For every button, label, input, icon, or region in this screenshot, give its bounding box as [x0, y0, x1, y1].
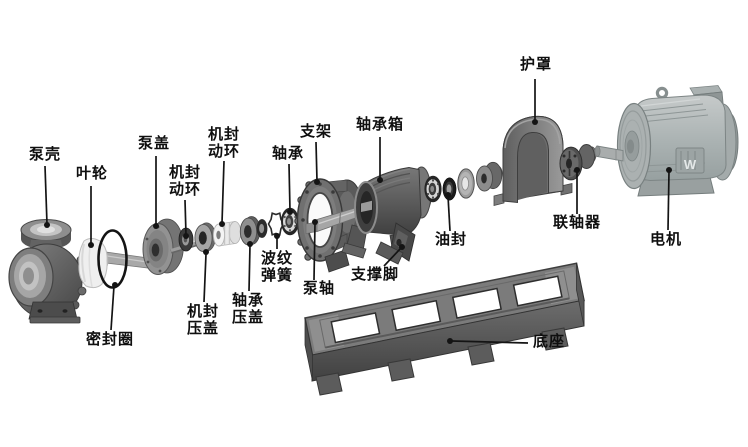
label-text: 机封 — [186, 303, 220, 320]
bearing-gland-part — [239, 216, 261, 246]
label-text: 机封 — [168, 164, 202, 181]
leader-mech-seal-gland — [203, 249, 209, 303]
motor-part: W — [594, 85, 739, 197]
label-guard: 护罩 — [519, 56, 553, 74]
leader-guard — [532, 79, 538, 125]
leader-bracket — [314, 141, 320, 185]
label-bracket: 支架 — [299, 123, 333, 141]
label-text: 联轴器 — [552, 214, 602, 231]
bearing-housing-part — [341, 166, 433, 259]
leader-pump-casing — [44, 165, 50, 228]
leader-pump-shaft — [312, 219, 318, 281]
motor-logo: W — [684, 157, 697, 172]
label-text: 轴承 — [231, 292, 265, 309]
leader-wave-spring — [274, 233, 280, 249]
pump-cover-part — [142, 218, 184, 275]
label-seal-ring: 密封圈 — [85, 331, 135, 349]
spacer-ring-part — [256, 219, 268, 238]
leader-impeller — [88, 186, 94, 248]
label-text: 支撑脚 — [350, 266, 400, 283]
wave-spring-part — [267, 212, 285, 236]
leader-mech-seal-ring-b — [219, 160, 225, 227]
label-text: 动环 — [207, 142, 241, 160]
label-oil-seal: 油封 — [434, 231, 468, 249]
label-bearing-gland: 轴承 压盖 — [231, 292, 265, 326]
leader-support-foot — [383, 244, 405, 267]
label-text: 护罩 — [519, 56, 553, 73]
pump-casing-part — [8, 219, 89, 324]
label-text: 底座 — [532, 333, 566, 350]
label-text: 泵壳 — [28, 146, 62, 163]
label-text: 密封圈 — [85, 331, 135, 348]
leader-bearing-gland — [247, 241, 253, 292]
mech-seal-gland-part — [194, 222, 216, 253]
label-pump-casing: 泵壳 — [28, 146, 62, 164]
label-impeller: 叶轮 — [75, 165, 109, 183]
label-coupling: 联轴器 — [552, 214, 602, 232]
label-text: 泵盖 — [137, 135, 171, 152]
label-text: 支架 — [299, 123, 333, 140]
leader-base — [447, 338, 529, 344]
leader-mech-seal-ring-a — [183, 199, 189, 239]
leader-motor — [666, 167, 672, 231]
label-text: 轴承箱 — [355, 116, 405, 133]
label-mech-seal-gland: 机封 压盖 — [186, 303, 220, 337]
label-wave-spring: 波纹 弹簧 — [260, 250, 294, 284]
coupling-hub-part — [476, 161, 503, 192]
label-text: 轴承 — [271, 145, 305, 162]
leader-oil-seal — [445, 192, 451, 232]
label-text: 压盖 — [186, 319, 220, 337]
leader-coupling — [574, 167, 580, 214]
washer-ring-part — [457, 168, 475, 199]
label-text: 泵轴 — [302, 280, 336, 297]
bearing-b-part — [424, 175, 442, 203]
seal-ring-part — [97, 229, 128, 289]
label-text: 油封 — [434, 231, 468, 248]
coupling-part — [559, 144, 597, 181]
label-mech-seal-ring-b: 机封 动环 — [207, 126, 241, 160]
mech-seal-rotating-ring-b-part — [212, 221, 242, 247]
leader-pump-cover — [153, 156, 159, 229]
label-base: 底座 — [532, 333, 566, 351]
label-text: 机封 — [207, 126, 241, 143]
guard-part — [493, 115, 573, 207]
label-text: 动环 — [168, 180, 202, 198]
leader-lines — [44, 79, 672, 344]
label-pump-shaft: 泵轴 — [302, 280, 336, 298]
label-bearing-housing: 轴承箱 — [355, 116, 405, 134]
label-text: 电机 — [649, 231, 683, 248]
label-text: 波纹 — [260, 250, 294, 267]
leader-bearing-housing — [377, 137, 383, 183]
label-bearing: 轴承 — [271, 145, 305, 163]
label-text: 叶轮 — [75, 165, 109, 182]
leader-seal-ring — [110, 282, 118, 331]
label-mech-seal-ring-a: 机封 动环 — [168, 164, 202, 198]
label-support-foot: 支撑脚 — [350, 266, 400, 284]
label-text: 弹簧 — [260, 266, 294, 284]
label-pump-cover: 泵盖 — [137, 135, 171, 153]
label-motor: 电机 — [649, 231, 683, 249]
base-part — [304, 262, 585, 396]
leader-bearing — [287, 163, 293, 215]
label-text: 压盖 — [231, 308, 265, 326]
